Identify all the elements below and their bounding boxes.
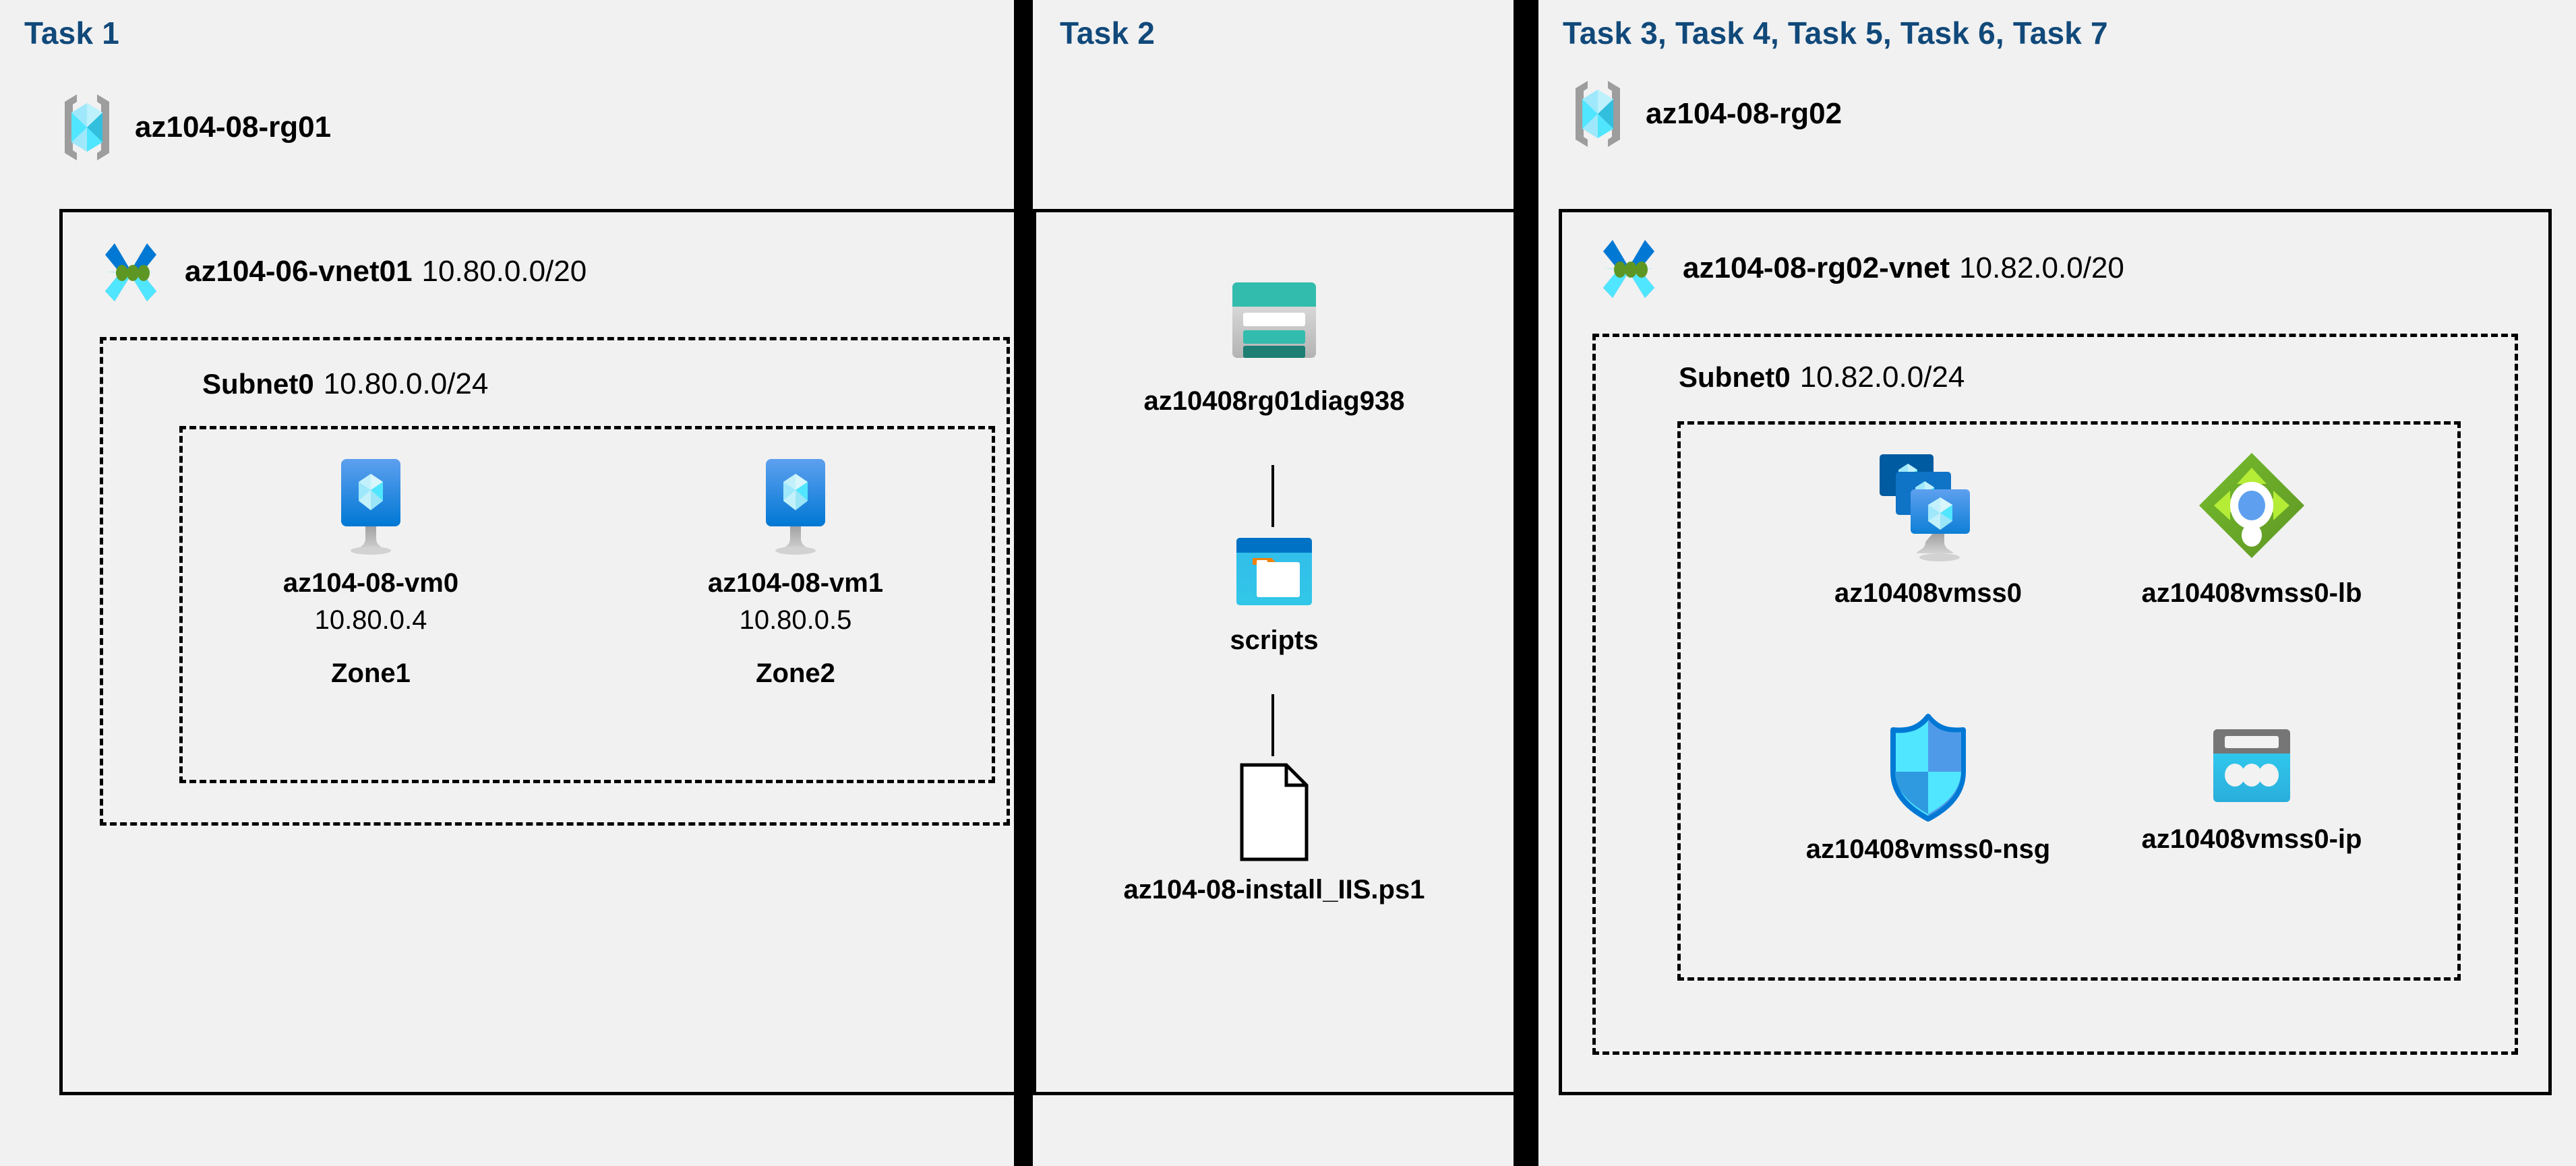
task-heading-1: Task 1 <box>24 16 119 51</box>
public-ip-node: az10408vmss0-ip <box>2103 721 2400 855</box>
vmss-node: az10408vmss0 <box>1780 445 2076 609</box>
connector-storage-to-scripts <box>1271 465 1274 527</box>
resource-group-icon <box>57 91 117 164</box>
resource-group-name: az104-08-rg02 <box>1646 97 1843 130</box>
vm-zone: Zone2 <box>756 658 835 688</box>
subnet-box-1 <box>100 337 1010 826</box>
blob-container-node: scripts <box>1187 532 1362 656</box>
load-balancer-name: az10408vmss0-lb <box>2141 578 2362 608</box>
virtual-machine-icon <box>755 455 836 556</box>
vm-ip: 10.80.0.4 <box>314 605 427 635</box>
task2-box <box>1033 209 1520 1095</box>
script-file-icon <box>1235 762 1313 863</box>
subnet-name: Subnet0 <box>1679 361 1791 393</box>
vmss-name: az10408vmss0 <box>1834 578 2023 608</box>
vnet-box-3 <box>1559 209 2552 1095</box>
panel-divider-1 <box>1014 0 1033 1166</box>
vm-group-box-1 <box>179 426 995 783</box>
storage-account-name: az10408rg01diag938 <box>1143 386 1405 416</box>
vnet-name: az104-08-rg02-vnet <box>1683 251 1950 284</box>
task-heading-3: Task 3, Task 4, Task 5, Task 6, Task 7 <box>1563 16 2108 51</box>
resource-group-box-3 <box>1677 421 2461 981</box>
network-security-group-icon <box>1878 711 1979 822</box>
vm-node-0: az104-08-vm0 10.80.0.4 Zone1 <box>283 455 458 689</box>
vm-zone: Zone1 <box>331 658 411 688</box>
resource-group-row-3: az104-08-rg02 <box>1567 78 1842 150</box>
task-heading-2: Task 2 <box>1060 16 1155 51</box>
script-file-name: az104-08-install_IIS.ps1 <box>1123 875 1425 904</box>
blob-container-name: scripts <box>1230 625 1319 655</box>
vnet-row-3: az104-08-rg02-vnet 10.82.0.0/20 <box>1592 236 2124 301</box>
resource-group-name: az104-08-rg01 <box>135 111 332 144</box>
vnet-name: az104-06-vnet01 <box>185 255 413 288</box>
virtual-network-icon <box>94 239 167 304</box>
script-file-node: az104-08-install_IIS.ps1 <box>1124 762 1425 905</box>
nsg-name: az10408vmss0-nsg <box>1805 834 2051 864</box>
subnet-cidr: 10.80.0.0/24 <box>323 367 489 400</box>
vm-scale-set-icon <box>1867 445 1989 566</box>
storage-account-icon <box>1220 266 1328 374</box>
connector-scripts-to-script <box>1271 694 1274 756</box>
vnet-box-1 <box>59 209 1023 1095</box>
resource-group-row-1: az104-08-rg01 <box>57 91 331 164</box>
blob-container-icon <box>1227 532 1321 613</box>
subnet-box-3 <box>1592 334 2518 1055</box>
nsg-node: az10408vmss0-nsg <box>1780 711 2076 865</box>
public-ip-address-icon <box>2203 721 2301 812</box>
public-ip-name: az10408vmss0-ip <box>2141 824 2362 854</box>
vm-ip: 10.80.0.5 <box>739 605 852 635</box>
vnet-cidr: 10.80.0.0/20 <box>421 255 587 288</box>
load-balancer-node: az10408vmss0-lb <box>2103 445 2400 609</box>
vm-node-1: az104-08-vm1 10.80.0.5 Zone2 <box>708 455 883 689</box>
subnet-name: Subnet0 <box>202 368 314 400</box>
virtual-network-icon <box>1592 236 1665 301</box>
subnet-cidr: 10.82.0.0/24 <box>1799 361 1965 394</box>
vm-name: az104-08-vm1 <box>707 568 884 598</box>
resource-group-icon <box>1567 78 1628 150</box>
vnet-cidr: 10.82.0.0/20 <box>1959 251 2124 284</box>
load-balancer-icon <box>2191 445 2312 566</box>
storage-account-node: az10408rg01diag938 <box>1143 266 1405 417</box>
vm-name: az104-08-vm0 <box>282 568 459 598</box>
subnet-row-1: Subnet0 10.80.0.0/24 <box>202 367 488 401</box>
virtual-machine-icon <box>330 455 411 556</box>
